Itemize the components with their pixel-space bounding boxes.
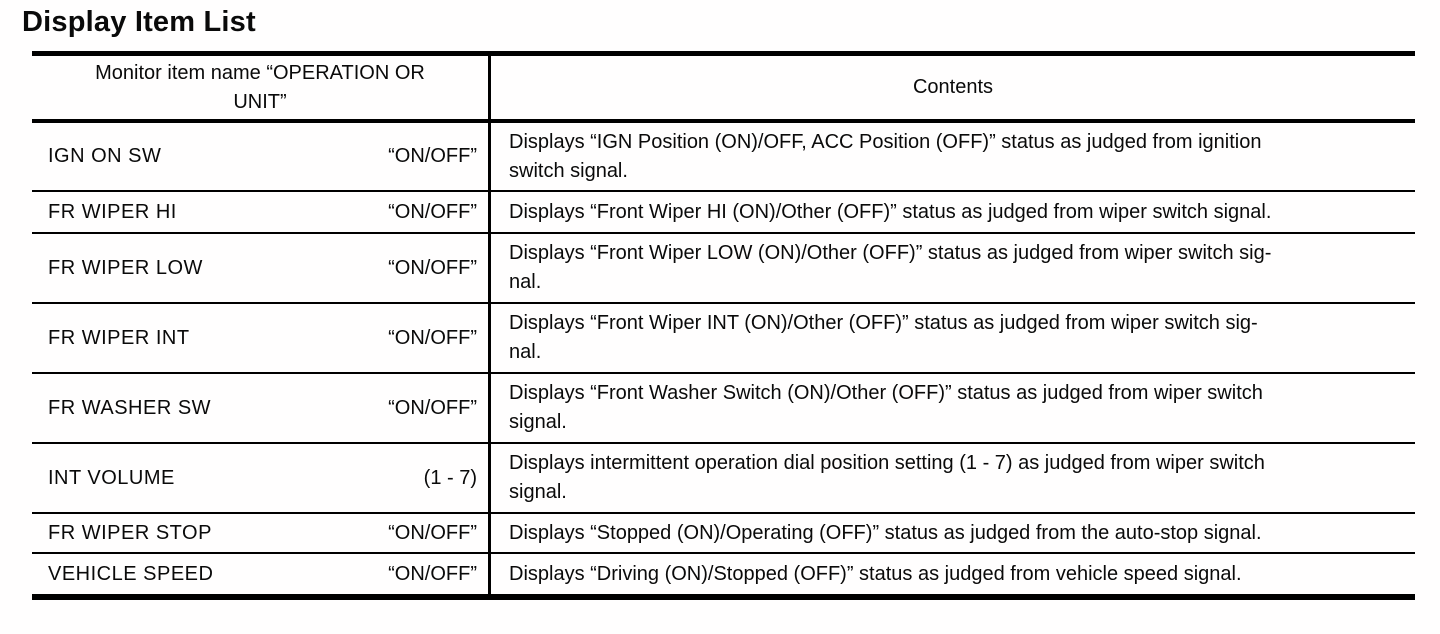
table-row: FR WIPER INT “ON/OFF” Displays “Front Wi… <box>32 304 1415 374</box>
table-row: FR WIPER HI “ON/OFF” Displays “Front Wip… <box>32 192 1415 234</box>
contents-line: nal. <box>509 341 542 363</box>
table-row: INT VOLUME (1 - 7) Displays intermittent… <box>32 444 1415 514</box>
monitor-item-unit: “ON/OFF” <box>388 396 477 419</box>
monitor-item-name: FR WIPER INT <box>48 326 190 349</box>
monitor-item-unit: “ON/OFF” <box>388 326 477 349</box>
contents-cell: Displays “Front Washer Switch (ON)/Other… <box>491 374 1415 442</box>
page-title: Display Item List <box>22 6 256 38</box>
contents-cell: Displays “Front Wiper HI (ON)/Other (OFF… <box>491 192 1415 232</box>
monitor-item-name: INT VOLUME <box>48 466 175 489</box>
monitor-item-unit: “ON/OFF” <box>388 256 477 279</box>
monitor-item-name: IGN ON SW <box>48 145 162 167</box>
table-header-row: Monitor item name “OPERATION OR UNIT” Co… <box>32 56 1415 123</box>
contents-line: switch signal. <box>509 159 628 182</box>
contents-cell: Displays “Stopped (ON)/Operating (OFF)” … <box>491 514 1415 552</box>
contents-line: Displays “IGN Position (ON)/OFF, ACC Pos… <box>509 130 1262 153</box>
contents-cell: Displays “Front Wiper LOW (ON)/Other (OF… <box>491 234 1415 302</box>
monitor-item-name: VEHICLE SPEED <box>48 562 214 585</box>
contents-line: Displays “Front Wiper INT (ON)/Other (OF… <box>509 312 1258 334</box>
contents-line: Displays “Front Wiper LOW (ON)/Other (OF… <box>509 242 1272 264</box>
header-monitor-item: Monitor item name “OPERATION OR UNIT” <box>32 56 491 119</box>
monitor-item-name: FR WIPER LOW <box>48 256 203 279</box>
table-row: FR WIPER LOW “ON/OFF” Displays “Front Wi… <box>32 234 1415 304</box>
monitor-item-name: FR WIPER HI <box>48 200 177 223</box>
header-monitor-item-line1: Monitor item name “OPERATION OR <box>95 61 425 84</box>
monitor-item-unit: “ON/OFF” <box>388 200 477 223</box>
contents-cell: Displays “IGN Position (ON)/OFF, ACC Pos… <box>491 123 1415 190</box>
monitor-item-name: FR WIPER STOP <box>48 521 212 544</box>
monitor-item-unit: (1 - 7) <box>423 466 477 489</box>
table-row: FR WASHER SW “ON/OFF” Displays “Front Wa… <box>32 374 1415 444</box>
contents-line: signal. <box>509 411 567 433</box>
contents-line: nal. <box>509 271 542 293</box>
table-row: IGN ON SW “ON/OFF” Displays “IGN Positio… <box>32 123 1415 192</box>
table-row: FR WIPER STOP “ON/OFF” Displays “Stopped… <box>32 514 1415 554</box>
contents-cell: Displays “Front Wiper INT (ON)/Other (OF… <box>491 304 1415 372</box>
monitor-item-name: FR WASHER SW <box>48 396 212 419</box>
monitor-item-unit: “ON/OFF” <box>388 521 477 544</box>
contents-line: signal. <box>509 481 567 503</box>
table-row: VEHICLE SPEED “ON/OFF” Displays “Driving… <box>32 554 1415 594</box>
monitor-item-unit: “ON/OFF” <box>388 562 477 585</box>
contents-cell: Displays intermittent operation dial pos… <box>491 444 1415 512</box>
header-monitor-item-line2: UNIT” <box>233 90 287 113</box>
monitor-item-unit: “ON/OFF” <box>388 145 477 167</box>
header-contents-label: Contents <box>912 76 994 98</box>
header-contents: Contents <box>491 56 1415 119</box>
contents-line: Displays “Front Washer Switch (ON)/Other… <box>509 382 1263 404</box>
contents-line: Displays “Stopped (ON)/Operating (OFF)” … <box>509 521 1262 544</box>
contents-cell: Displays “Driving (ON)/Stopped (OFF)” st… <box>491 554 1415 594</box>
display-item-table: Monitor item name “OPERATION OR UNIT” Co… <box>32 51 1415 600</box>
contents-line: Displays “Front Wiper HI (ON)/Other (OFF… <box>509 200 1272 223</box>
contents-line: Displays intermittent operation dial pos… <box>509 452 1265 474</box>
contents-line: Displays “Driving (ON)/Stopped (OFF)” st… <box>509 562 1242 585</box>
